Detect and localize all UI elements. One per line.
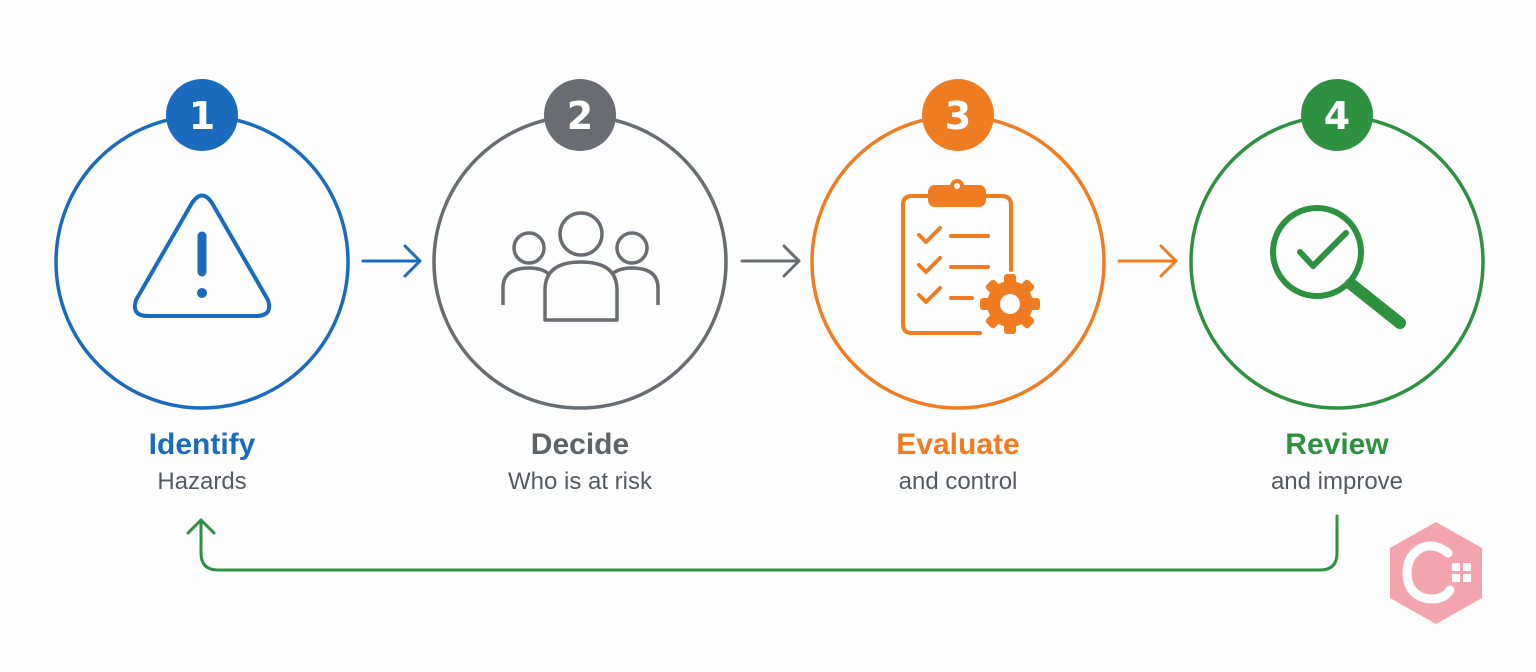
people-group-icon <box>501 211 660 322</box>
step-2-title: Decide <box>530 428 630 461</box>
arrow-step2-to-step3 <box>740 244 801 278</box>
step-4: 4 <box>1189 79 1485 410</box>
step-3: 3 <box>810 79 1106 410</box>
arrow-step3-to-step4 <box>1117 244 1178 278</box>
step-2-subtitle: Who is at risk <box>507 468 653 495</box>
step-2: 2 <box>432 79 728 410</box>
step-4-circle <box>1189 114 1485 410</box>
step-1-number-badge <box>166 79 238 151</box>
step-3-subtitle: and control <box>898 468 1018 495</box>
step-4-title: Review <box>1285 428 1389 461</box>
step-1-label: Identify Hazards <box>52 427 352 497</box>
step-3-number: 3 <box>945 94 971 138</box>
step-1-subtitle: Hazards <box>157 468 247 495</box>
step-2-number: 2 <box>567 94 593 138</box>
step-3-circle <box>810 114 1106 410</box>
watermark-logo <box>1390 522 1482 624</box>
step-4-subtitle: and improve <box>1270 468 1404 495</box>
step-1: 1 <box>54 79 350 410</box>
clipboard-checklist-gear-icon <box>901 179 1040 335</box>
step-1-number: 1 <box>189 94 215 138</box>
magnifier-check-icon <box>1270 205 1406 329</box>
feedback-loop-arrow <box>186 514 1339 572</box>
step-3-title: Evaluate <box>896 428 1020 461</box>
step-4-number: 4 <box>1324 94 1350 138</box>
gear-icon <box>980 274 1040 334</box>
step-4-label: Review and improve <box>1187 427 1487 497</box>
step-2-number-badge <box>544 79 616 151</box>
step-3-label: Evaluate and control <box>808 427 1108 497</box>
step-2-label: Decide Who is at risk <box>430 427 730 497</box>
step-4-number-badge <box>1301 79 1373 151</box>
step-1-title: Identify <box>148 428 256 461</box>
warning-triangle-icon <box>132 193 272 318</box>
arrow-step1-to-step2 <box>361 244 422 278</box>
step-3-number-badge <box>922 79 994 151</box>
